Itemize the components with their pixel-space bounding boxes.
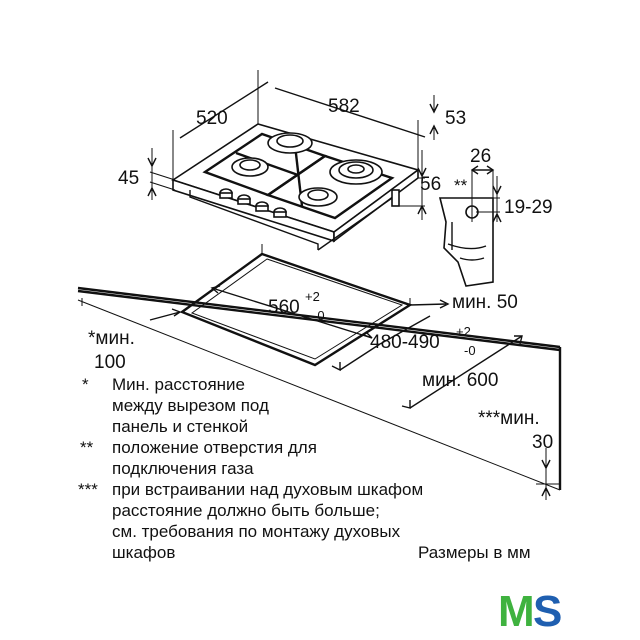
note-2-line-1: положение отверстия для bbox=[112, 438, 317, 457]
cutout-depth-tol-bottom: -0 bbox=[464, 343, 476, 358]
dim-min-600: мин. 600 bbox=[422, 370, 498, 391]
gas-pipe bbox=[391, 189, 400, 207]
hob-dimension-lines bbox=[147, 70, 439, 220]
dim-min-30-line1: ***мин. bbox=[478, 408, 540, 429]
cutout-depth-tol-top: +2 bbox=[456, 324, 471, 339]
gas-hole-mark: ** bbox=[454, 176, 468, 195]
cutout-dimension-lines bbox=[149, 285, 560, 500]
dim-53: 53 bbox=[445, 108, 466, 129]
cutout-outline bbox=[179, 252, 413, 367]
dim-min-50: мин. 50 bbox=[452, 292, 518, 313]
dim-min-100-line1: *мин. bbox=[88, 328, 135, 349]
dim-582: 582 bbox=[328, 96, 360, 117]
note-2-line-2: подключения газа bbox=[112, 459, 254, 478]
cutout-width: 560 bbox=[268, 297, 300, 318]
dim-19-29: 19-29 bbox=[504, 197, 553, 218]
burner-front-left bbox=[231, 157, 269, 177]
note-1-mark: * bbox=[82, 375, 89, 394]
logo-letter-s: S bbox=[533, 587, 562, 636]
note-3-line-1: при встраивании над духовым шкафом bbox=[112, 480, 423, 499]
countertop bbox=[77, 286, 562, 491]
note-3-line-2: расстояние должно быть больше; bbox=[112, 501, 380, 520]
pan-support-right bbox=[265, 154, 395, 220]
units-label: Размеры в мм bbox=[418, 543, 531, 562]
note-1-line-1: Мин. расстояние bbox=[112, 375, 245, 394]
side-profile bbox=[438, 165, 502, 287]
note-3-line-3: см. требования по монтажу духовых bbox=[112, 522, 401, 541]
burner-back-right bbox=[329, 159, 383, 185]
dim-520: 520 bbox=[196, 108, 228, 129]
brand-logo: M S bbox=[498, 587, 562, 636]
dim-min-30-line2: 30 bbox=[532, 432, 553, 453]
note-3-line-4: шкафов bbox=[112, 543, 175, 562]
burner-front-right bbox=[298, 187, 338, 207]
dim-56: 56 bbox=[420, 174, 441, 195]
countertop-left-edge bbox=[77, 299, 561, 491]
hob-body-line-2 bbox=[317, 195, 396, 251]
dim-26: 26 bbox=[470, 146, 491, 167]
note-1-line-3: панель и стенкой bbox=[112, 417, 248, 436]
note-1-line-2: между вырезом под bbox=[112, 396, 269, 415]
hob-drawing bbox=[171, 123, 420, 251]
cutout bbox=[179, 244, 413, 367]
dim-min-100-line2: 100 bbox=[94, 352, 126, 373]
countertop-back-edge bbox=[77, 286, 561, 349]
hob-body-line bbox=[189, 190, 319, 250]
logo-letter-m: M bbox=[498, 587, 535, 636]
cutout-width-tol-bottom: -0 bbox=[313, 308, 325, 323]
control-knobs bbox=[219, 188, 287, 218]
dim-45: 45 bbox=[118, 168, 139, 189]
note-2-mark: ** bbox=[80, 438, 94, 457]
cutout-width-tol-top: +2 bbox=[305, 289, 320, 304]
footnotes: * Мин. расстояние между вырезом под пане… bbox=[78, 375, 423, 562]
cutout-depth: 480-490 bbox=[370, 332, 440, 353]
burner-back-left bbox=[267, 132, 313, 154]
note-3-mark: *** bbox=[78, 480, 98, 499]
